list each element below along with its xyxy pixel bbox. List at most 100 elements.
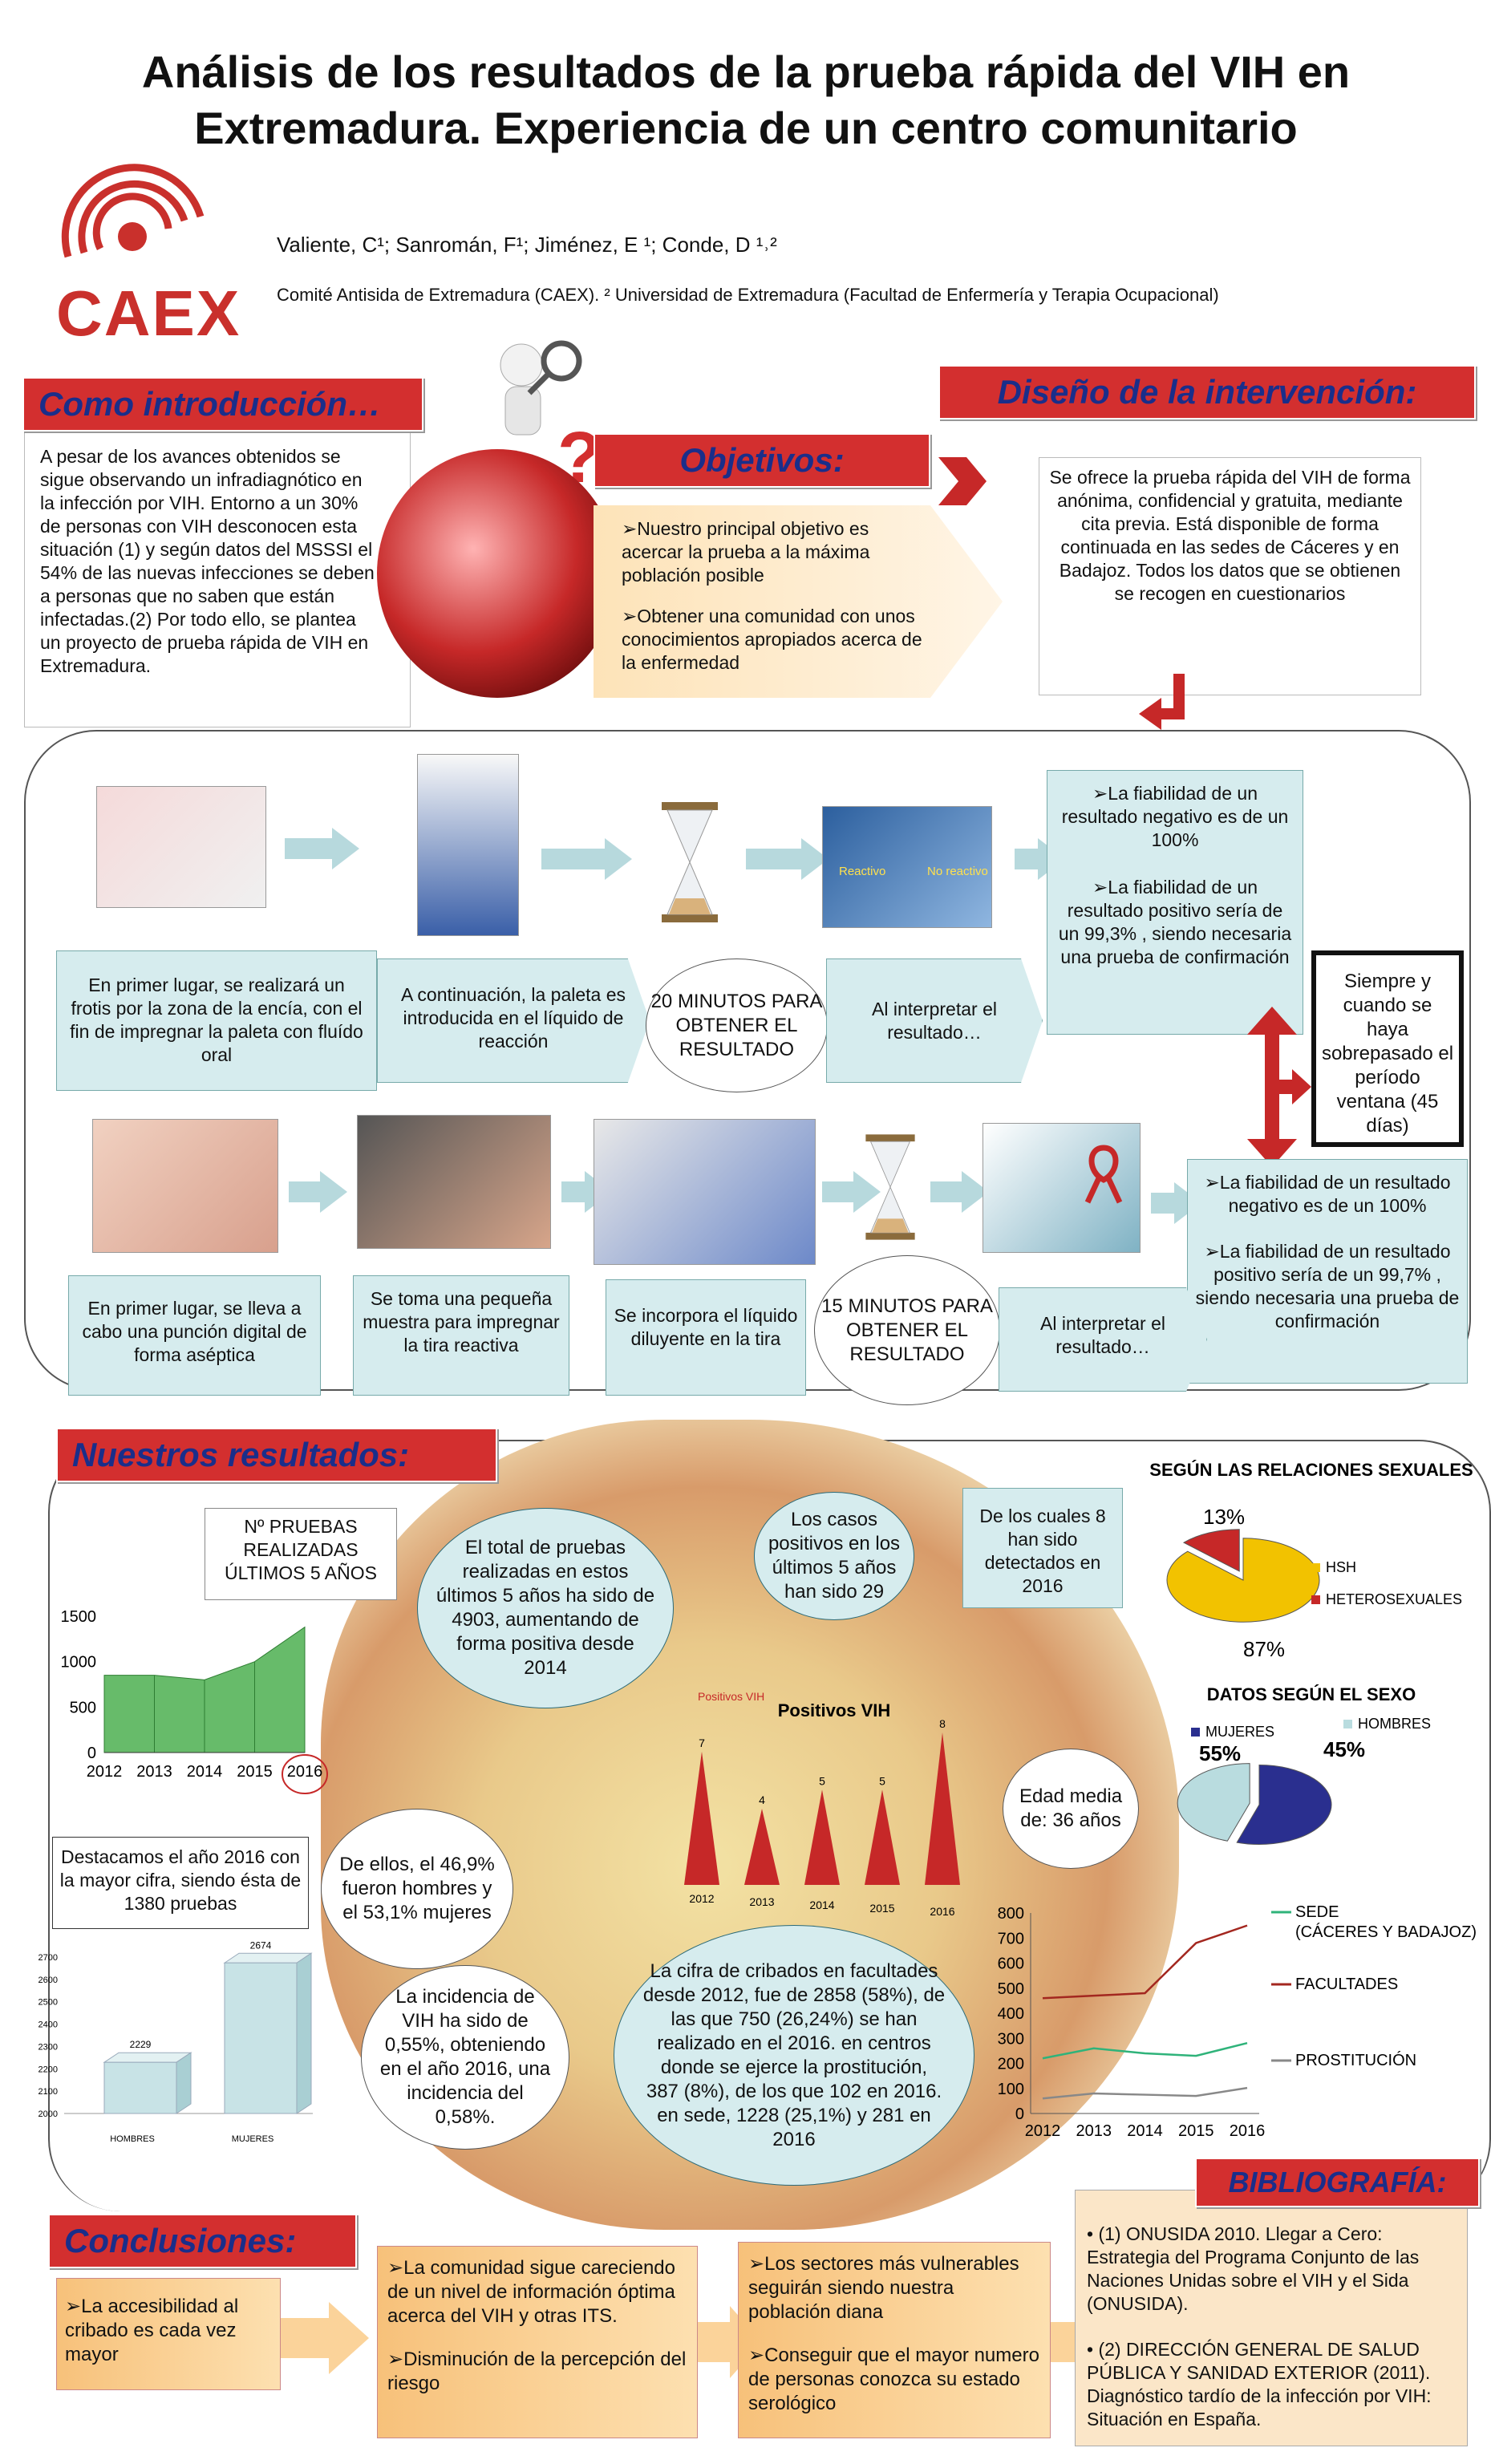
value-label: 45% bbox=[1323, 1737, 1365, 1761]
red-ribbon-icon bbox=[1084, 1145, 1123, 1204]
legend-swatch bbox=[1343, 1720, 1352, 1728]
x-tick-label: 2014 bbox=[1127, 2122, 1163, 2140]
legend-swatch bbox=[1311, 1595, 1320, 1604]
conclusion-item: Los sectores más vulnerables seguirán si… bbox=[748, 2252, 1040, 2324]
x-tick-label: 2014 bbox=[809, 1899, 834, 1911]
cribados-bubble: La cifra de cribados en facultades desde… bbox=[614, 1925, 974, 2186]
intro-text: A pesar de los avances obtenidos se sigu… bbox=[40, 446, 375, 676]
oral-step-4-text: Al interpretar el resultado… bbox=[872, 999, 997, 1043]
authors: Valiente, C¹; Sanromán, F¹; Jiménez, E ¹… bbox=[277, 233, 777, 257]
arrow bbox=[822, 1181, 854, 1202]
value-label: 5 bbox=[879, 1774, 885, 1787]
intro-panel bbox=[24, 377, 411, 727]
chart-title: DATOS SEGÚN EL SEXO bbox=[1207, 1684, 1416, 1704]
arrow bbox=[541, 849, 606, 869]
arrow-head bbox=[605, 838, 632, 880]
logo-text: CAEX bbox=[56, 278, 241, 349]
detected-box: De los cuales 8 han sido detectados en 2… bbox=[962, 1488, 1123, 1608]
value-label: 7 bbox=[699, 1737, 705, 1749]
x-tick-label: 2016 bbox=[287, 1763, 323, 1781]
conclusion-box-1: La accesibilidad al cribado es cada vez … bbox=[56, 2278, 281, 2390]
reliability-item: La fiabilidad de un resultado positivo s… bbox=[1194, 1240, 1461, 1333]
value-label: 13% bbox=[1203, 1505, 1245, 1529]
reliability-item: La fiabilidad de un resultado negativo e… bbox=[1055, 782, 1294, 852]
spike-bar bbox=[684, 1751, 719, 1885]
objective-item: Nuestro principal objetivo es acercar la… bbox=[622, 517, 926, 587]
legend-label: PROSTITUCIÓN bbox=[1295, 2051, 1416, 2069]
x-tick-label: 2012 bbox=[87, 1763, 123, 1781]
bibliography-box: • (1) ONUSIDA 2010. Llegar a Cero: Estra… bbox=[1075, 2190, 1468, 2446]
x-tick-label: 2014 bbox=[187, 1763, 223, 1781]
incidence-bubble: La incidencia de VIH ha sido de 0,55%, o… bbox=[361, 1965, 569, 2150]
legend-swatch bbox=[1311, 1563, 1320, 1572]
blood-step-4: 15 MINUTOS PARA OBTENER EL RESULTADO bbox=[814, 1255, 1000, 1405]
line-series bbox=[1042, 2086, 1248, 2100]
bibliography-item: • (1) ONUSIDA 2010. Llegar a Cero: Estra… bbox=[1087, 2223, 1420, 2314]
legend-label: MUJERES bbox=[1205, 1724, 1274, 1740]
y-tick-label: 1500 bbox=[61, 1608, 97, 1626]
ribbon-test-photo bbox=[983, 1123, 1141, 1253]
poster-title: Análisis de los resultados de la prueba … bbox=[141, 47, 1351, 153]
line-series bbox=[1042, 1924, 1248, 2000]
x-tick-label: MUJERES bbox=[232, 2134, 274, 2144]
reliability-item: La fiabilidad de un resultado negativo e… bbox=[1194, 1171, 1461, 1218]
hourglass-icon bbox=[862, 1131, 918, 1247]
x-tick-label: HOMBRES bbox=[110, 2134, 155, 2144]
value-label: 87% bbox=[1243, 1637, 1285, 1661]
results-header: Nuestros resultados: bbox=[56, 1428, 497, 1482]
y-tick-label: 2400 bbox=[38, 2020, 58, 2030]
conclusions-header: Conclusiones: bbox=[48, 2214, 357, 2268]
legend-label: SEDE bbox=[1295, 1903, 1339, 1921]
value-label: 2229 bbox=[130, 2039, 152, 2050]
x-tick-label: 2013 bbox=[136, 1763, 172, 1781]
y-tick-label: 400 bbox=[998, 2005, 1024, 2023]
conclusion-item: La accesibilidad al cribado es cada vez … bbox=[65, 2295, 272, 2367]
blood-step-2: Se toma una pequeña muestra para impregn… bbox=[353, 1275, 569, 1396]
photo-label: No reactivo bbox=[927, 865, 988, 878]
age-bubble: Edad media de: 36 años bbox=[1003, 1749, 1139, 1869]
oral-step-1: En primer lugar, se realizará un frotis … bbox=[56, 950, 377, 1091]
arrow bbox=[930, 1181, 962, 1202]
reliability-item: La fiabilidad de un resultado positivo s… bbox=[1055, 876, 1294, 969]
y-tick-label: 200 bbox=[998, 2056, 1024, 2073]
detective-figure bbox=[481, 329, 594, 457]
arrow-head bbox=[332, 828, 359, 869]
arrow-head bbox=[853, 1171, 881, 1213]
value-label: 8 bbox=[939, 1717, 946, 1730]
legend-swatch bbox=[1191, 1728, 1200, 1737]
pie-slice bbox=[1166, 1538, 1320, 1623]
blood-reliability-box: La fiabilidad de un resultado negativo e… bbox=[1187, 1159, 1468, 1384]
arrow bbox=[561, 1181, 585, 1202]
chart-title: Positivos VIH bbox=[778, 1700, 891, 1720]
virus-image bbox=[377, 449, 618, 698]
chart-title: SEGÚN LAS RELACIONES SEXUALES bbox=[1149, 1460, 1473, 1480]
pie-slice bbox=[1177, 1763, 1250, 1842]
blood-sample-photo bbox=[357, 1115, 551, 1249]
diluent-photo bbox=[594, 1119, 816, 1265]
legend-label: FACULTADES bbox=[1295, 1976, 1398, 1993]
oral-swab-photo bbox=[96, 786, 266, 908]
pie-slice bbox=[1236, 1764, 1332, 1845]
bar bbox=[224, 1962, 298, 2114]
x-tick-label: 2012 bbox=[1025, 2122, 1061, 2140]
pruebas-label: Nº PRUEBAS REALIZADAS ÚLTIMOS 5 AÑOS bbox=[205, 1508, 397, 1600]
y-tick-label: 2700 bbox=[38, 1953, 58, 1963]
x-tick-label: 2013 bbox=[749, 1895, 774, 1908]
peach-arrow bbox=[281, 2302, 369, 2374]
conclusion-item: Disminución de la percepción del riesgo bbox=[387, 2348, 687, 2396]
gender-bubble: De ellos, el 46,9% fueron hombres y el 5… bbox=[321, 1809, 513, 1969]
oral-step-3: 20 MINUTOS PARA OBTENER EL RESULTADO bbox=[646, 958, 828, 1092]
value-label: 55% bbox=[1199, 1741, 1241, 1765]
intro-header: Como introducción… bbox=[22, 377, 423, 432]
x-tick-label: 2016 bbox=[1230, 2122, 1266, 2140]
y-tick-label: 2100 bbox=[38, 2087, 58, 2097]
conclusion-item: Conseguir que el mayor numero de persona… bbox=[748, 2344, 1040, 2416]
reaction-vial-photo bbox=[417, 754, 519, 936]
y-tick-label: 0 bbox=[1015, 2105, 1024, 2123]
y-tick-label: 2200 bbox=[38, 2065, 58, 2074]
magnifier-person-icon bbox=[500, 340, 582, 436]
